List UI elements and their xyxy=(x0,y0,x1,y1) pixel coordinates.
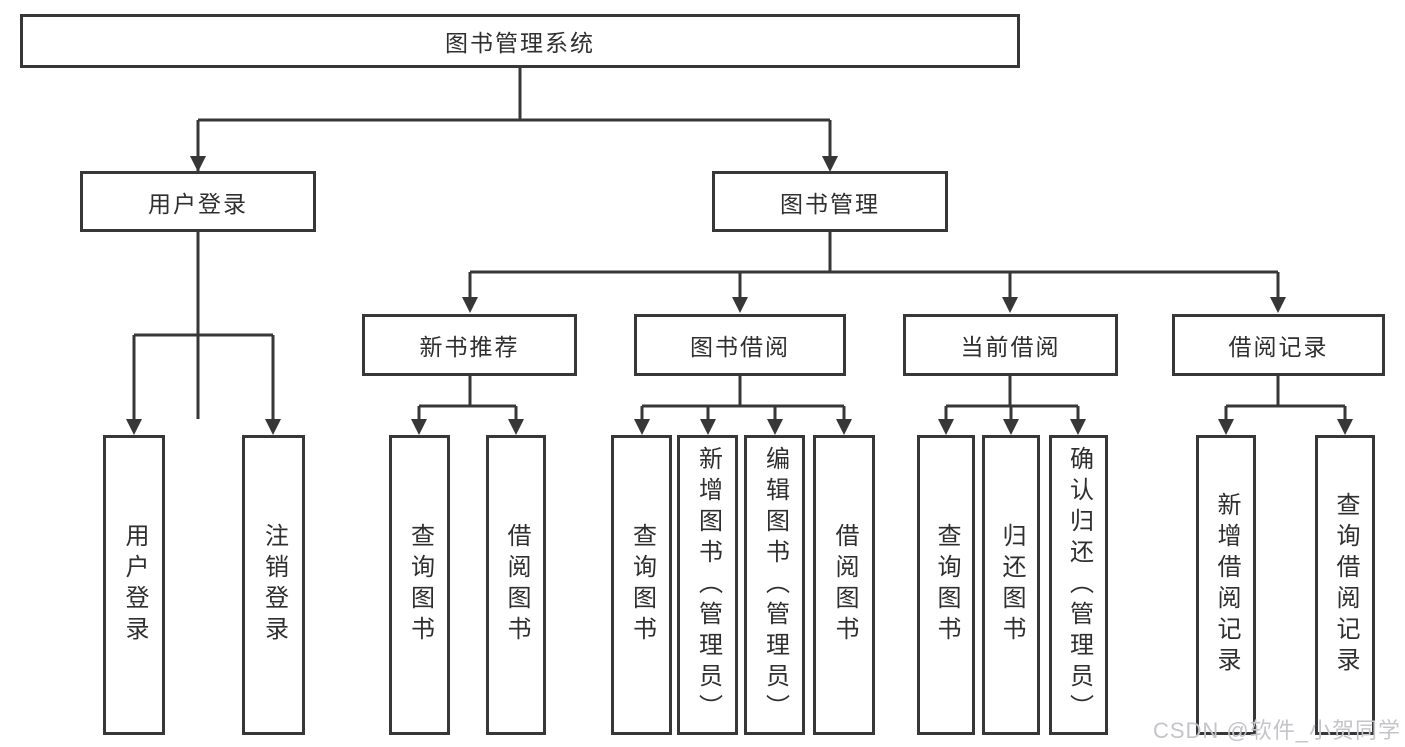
node-label: 查询借阅记录 xyxy=(1332,492,1359,678)
node-label: 借阅图书 xyxy=(831,523,858,647)
node-user-login: 用户登录 xyxy=(80,171,316,232)
leaf-recommend-query-books: 查询图书 xyxy=(389,435,450,735)
node-label: 新增借阅记录 xyxy=(1213,492,1240,678)
leaf-current-query-books: 查询图书 xyxy=(917,435,975,735)
node-label: 新增图书（管理员） xyxy=(694,445,722,725)
node-label: 新书推荐 xyxy=(419,334,520,360)
leaf-borrow-books: 借阅图书 xyxy=(813,435,875,735)
node-label: 图书借阅 xyxy=(690,334,790,360)
watermark-text: CSDN @软件_小贺同学 xyxy=(1152,718,1401,743)
leaf-confirm-return-admin: 确认归还（管理员） xyxy=(1049,435,1108,735)
leaf-edit-books-admin: 编辑图书（管理员） xyxy=(744,435,805,735)
leaf-logout: 注销登录 xyxy=(242,435,305,735)
node-label: 编辑图书（管理员） xyxy=(761,445,789,725)
node-label: 图书管理 xyxy=(780,190,880,217)
node-label: 图书管理系统 xyxy=(445,30,595,56)
leaf-query-borrow-record: 查询借阅记录 xyxy=(1315,435,1375,735)
node-label: 查询图书 xyxy=(933,523,960,647)
node-label: 查询图书 xyxy=(628,523,656,647)
node-current-borrowing: 当前借阅 xyxy=(903,314,1118,376)
node-label: 当前借阅 xyxy=(960,334,1061,360)
leaf-add-borrow-record: 新增借阅记录 xyxy=(1196,435,1256,735)
node-label: 用户登录 xyxy=(121,523,148,647)
node-label: 归还图书 xyxy=(998,523,1025,647)
node-borrowing-records: 借阅记录 xyxy=(1172,314,1385,376)
node-label: 注销登录 xyxy=(260,523,288,647)
node-label: 借阅记录 xyxy=(1228,334,1329,360)
node-book-borrowing: 图书借阅 xyxy=(634,314,846,376)
node-label: 用户登录 xyxy=(148,190,248,217)
leaf-user-login: 用户登录 xyxy=(103,435,165,735)
node-book-management: 图书管理 xyxy=(712,171,948,232)
leaf-add-books-admin: 新增图书（管理员） xyxy=(677,435,738,735)
node-label: 借阅图书 xyxy=(503,523,530,647)
leaf-borrow-query-books: 查询图书 xyxy=(611,435,672,735)
node-label: 查询图书 xyxy=(406,523,434,647)
leaf-return-books: 归还图书 xyxy=(982,435,1040,735)
leaf-recommend-borrow-books: 借阅图书 xyxy=(486,435,546,735)
node-label: 确认归还（管理员） xyxy=(1065,445,1093,725)
node-root-library-system: 图书管理系统 xyxy=(20,14,1020,68)
node-new-book-recommend: 新书推荐 xyxy=(362,314,577,376)
